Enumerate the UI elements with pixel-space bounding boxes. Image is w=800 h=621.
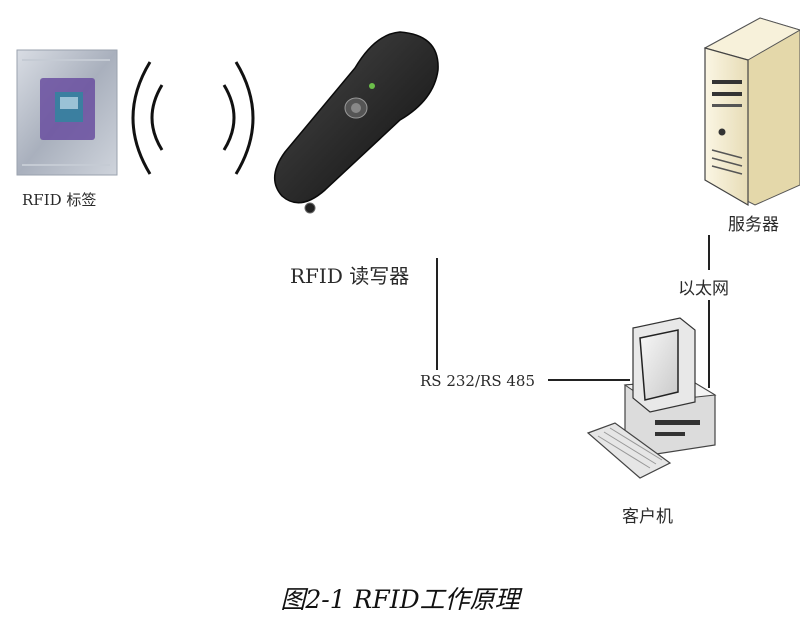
handheld-reader-icon xyxy=(274,31,439,214)
serial-interface-label: RS 232/RS 485 xyxy=(420,372,535,390)
connection-lines xyxy=(436,235,710,388)
client-label: 客户机 xyxy=(622,507,673,527)
figure-caption: 图2-1 RFID工作原理 xyxy=(280,585,520,614)
radio-wave-icon xyxy=(131,61,255,175)
server-label: 服务器 xyxy=(728,215,779,235)
rfid-tag-icon xyxy=(16,49,118,176)
rfid-tag-label: RFID 标签 xyxy=(22,191,97,209)
ethernet-label: 以太网 xyxy=(678,279,729,299)
server-tower-icon xyxy=(703,17,800,207)
desktop-computer-icon xyxy=(586,317,717,479)
rfid-reader-label: RFID 读写器 xyxy=(290,264,410,288)
